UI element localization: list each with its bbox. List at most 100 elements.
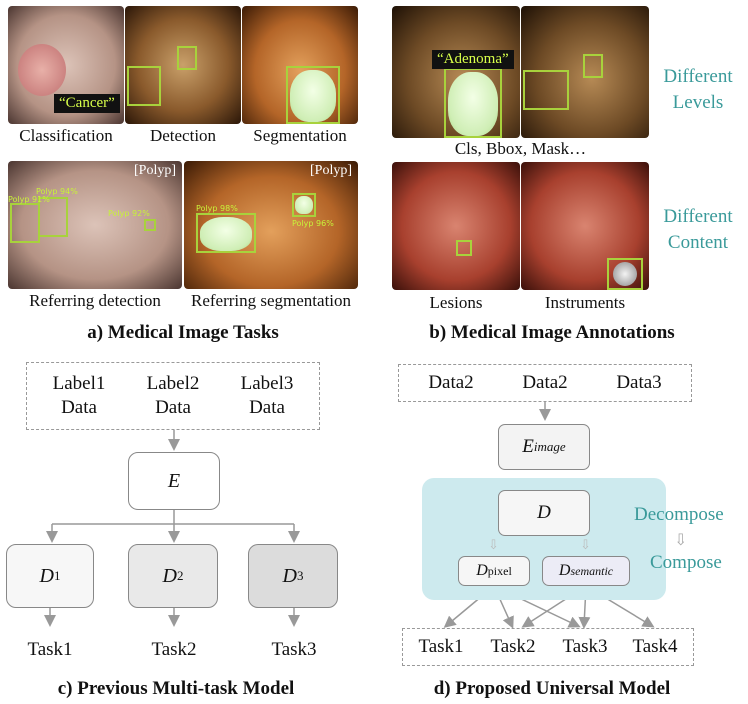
c-input-box: [26, 362, 320, 430]
d-input-3: Data3: [616, 372, 662, 393]
different-levels-line2: Levels: [672, 92, 724, 113]
c-encoder-label: E: [167, 469, 181, 492]
classification-image: “Cancer”: [8, 6, 124, 124]
caption-levels: Cls, Bbox, Mask…: [454, 139, 587, 158]
detection-box-2: [177, 46, 197, 70]
different-content-label: Different Content: [650, 204, 746, 256]
c-input-3-label: Label3: [240, 373, 294, 394]
d-decoder: D: [498, 490, 590, 536]
c-input-2: Label2 Data: [128, 372, 218, 420]
ref-seg-mask-2: [295, 196, 313, 214]
c-decoder-3-sub: 3: [296, 568, 304, 583]
adenoma-mask: [448, 72, 498, 136]
different-content-line2: Content: [667, 232, 729, 253]
d-semantic-label: D: [558, 562, 571, 579]
different-content-line1: Different: [663, 206, 733, 227]
ref-det-box-3: [144, 219, 156, 231]
tag-polyp-92: Polyp 92%: [108, 209, 150, 218]
d-input-1: Data2: [428, 372, 474, 393]
levels-image-2: [521, 6, 649, 138]
adenoma-box: [444, 68, 502, 138]
d-compose-text: Compose: [650, 552, 722, 573]
caption-referring-detection: Referring detection: [29, 291, 161, 310]
caption-classification: Classification: [19, 126, 113, 145]
c-input-2-label: Label2: [146, 373, 200, 394]
d-task-1: Task1: [418, 636, 464, 657]
d-semantic-sub: semantic: [570, 563, 614, 578]
caption-segmentation: Segmentation: [253, 126, 347, 145]
cancer-label: “Cancer”: [54, 94, 120, 113]
tag-polyp-96: Polyp 96%: [292, 219, 334, 228]
caption-detection: Detection: [149, 126, 217, 145]
d-input-box: [398, 364, 692, 402]
ref-seg-box-1: [196, 213, 256, 253]
d-task-box: [402, 628, 694, 666]
c-decoder-1-label: D: [39, 564, 54, 587]
c-decoder-2-label: D: [162, 564, 177, 587]
c-task-2: Task2: [151, 639, 197, 660]
polyp-bracket-1: [Polyp]: [134, 163, 176, 178]
panel-b-title: b) Medical Image Annotations: [429, 322, 675, 343]
lesions-image: [392, 162, 520, 290]
d-hollow-arrow-1: ⇩: [488, 537, 499, 552]
c-task-1: Task1: [27, 639, 73, 660]
d-encoder-sub: image: [533, 439, 566, 454]
c-decoder-3-label: D: [282, 564, 297, 587]
caption-referring-segmentation: Referring segmentation: [190, 291, 352, 310]
instruments-image: [521, 162, 649, 290]
lesion: [18, 44, 66, 96]
referring-detection-image: [Polyp] Polyp 91% Polyp 94% Polyp 92%: [8, 161, 182, 289]
c-decoder-1-sub: 1: [53, 568, 61, 583]
c-task-3: Task3: [271, 639, 317, 660]
c-decoder-2-sub: 2: [176, 568, 184, 583]
different-levels-label: Different Levels: [650, 64, 746, 116]
panel-c-title: c) Previous Multi-task Model: [57, 678, 295, 699]
c-encoder: E: [128, 452, 220, 510]
d-decoder-label: D: [537, 502, 551, 523]
lesion-box: [456, 240, 472, 256]
d-hollow-arrow-2: ⇩: [580, 537, 591, 552]
tag-polyp-94: Polyp 94%: [36, 187, 78, 196]
d-task-2: Task2: [490, 636, 536, 657]
ref-seg-mask-1: [200, 217, 252, 251]
detection-box-1: [127, 66, 161, 106]
tag-polyp-91: Polyp 91%: [8, 195, 50, 204]
c-input-3-data: Data: [249, 397, 285, 418]
d-pixel-sub: pixel: [487, 563, 512, 578]
c-input-1-data: Data: [61, 397, 97, 418]
c-input-2-data: Data: [155, 397, 191, 418]
c-input-1-label: Label1: [52, 373, 106, 394]
c-input-3: Label3 Data: [222, 372, 312, 420]
detection-image: [125, 6, 241, 124]
d-encoder-label: E: [522, 436, 534, 457]
d-decompose-text: Decompose: [634, 504, 724, 525]
d-task-4: Task4: [632, 636, 678, 657]
d-compose-arrow: ⇩: [674, 532, 688, 549]
tag-polyp-98: Polyp 98%: [196, 204, 238, 213]
segmentation-mask: [290, 70, 336, 122]
instrument-box: [607, 258, 643, 290]
adenoma-label: “Adenoma”: [432, 50, 514, 69]
polyp-bracket-2: [Polyp]: [310, 163, 352, 178]
panel-d-title: d) Proposed Universal Model: [433, 678, 671, 699]
caption-instruments: Instruments: [544, 293, 626, 312]
levels-image-1: “Adenoma”: [392, 6, 520, 138]
caption-lesions: Lesions: [429, 293, 483, 312]
levels-box-1: [523, 70, 569, 110]
ref-seg-box-2: [292, 193, 316, 217]
referring-segmentation-image: [Polyp] Polyp 98% Polyp 96%: [184, 161, 358, 289]
ref-det-box-2: [38, 197, 68, 237]
c-input-1: Label1 Data: [34, 372, 124, 420]
instrument: [613, 262, 637, 286]
levels-box-2: [583, 54, 603, 78]
d-input-2: Data2: [522, 372, 568, 393]
d-pixel-label: D: [476, 562, 488, 579]
d-task-3: Task3: [562, 636, 608, 657]
segmentation-image: [242, 6, 358, 124]
panel-a-title: a) Medical Image Tasks: [87, 322, 279, 343]
